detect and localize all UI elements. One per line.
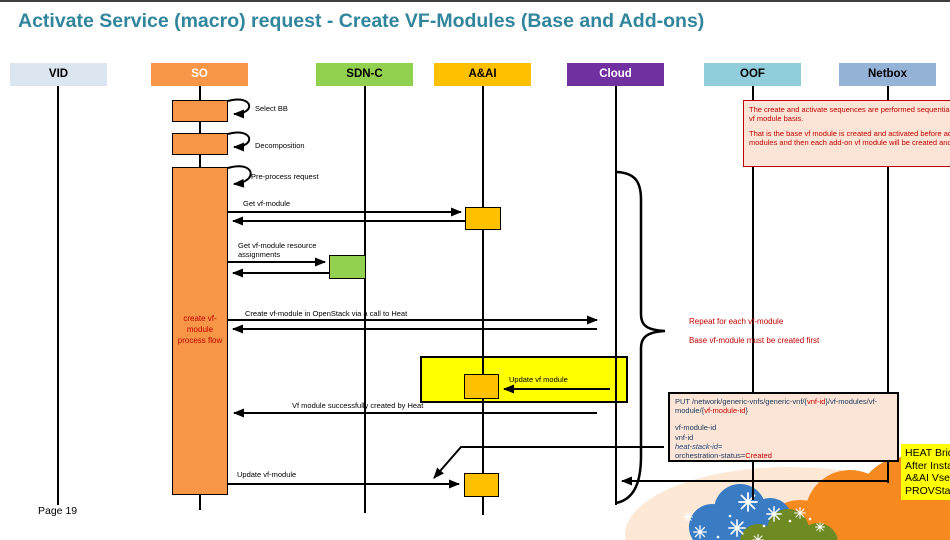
sparkles — [683, 492, 825, 540]
put-field-orchestration-status: orchestration-status=Created — [675, 451, 772, 461]
actor-so: SO — [151, 63, 248, 86]
put-api-note: PUT /network/generic-vnfs/generic-vnf/{v… — [668, 392, 899, 462]
actor-aai: A&AI — [434, 63, 531, 86]
put-field-vf-module-id: vf-module-id — [675, 423, 717, 433]
so-activation-caption: create vf- module process flow — [177, 314, 223, 345]
loop-preprocess — [227, 165, 252, 188]
sequence-note-p1: The create and activate sequences are pe… — [749, 105, 950, 124]
label-create-vf-module-heat: Create vf-module in OpenStack via a call… — [245, 309, 408, 318]
self-loops — [227, 98, 252, 188]
so-activation-decompose — [172, 133, 228, 155]
heat-bridge-note: HEAT Bridge After Install A&AI Vserver P… — [901, 444, 950, 500]
heat-note-line4: PROVStatus — [905, 484, 950, 497]
label-get-vf-module: Get vf-module — [243, 199, 291, 208]
loop-decomposition — [227, 131, 251, 152]
repeat-note-line2: Base vf-module must be created first — [689, 336, 820, 345]
sequence-note: The create and activate sequences are pe… — [743, 100, 950, 167]
put-api-path: PUT /network/generic-vnfs/generic-vnf/{v… — [675, 397, 878, 416]
actor-vid: VID — [10, 63, 107, 86]
actor-oof: OOF — [704, 63, 801, 86]
so-activation-select-bb — [172, 100, 228, 122]
blue-cloud — [689, 484, 792, 540]
repeat-brace — [615, 170, 666, 505]
put-field-vnf-id: vnf-id — [675, 432, 694, 442]
label-update-vf-module-cloud: Update vf module — [509, 375, 568, 384]
sdnc-activation — [329, 255, 366, 279]
page-title: Activate Service (macro) request - Creat… — [18, 10, 705, 32]
label-vf-module-created: Vf module successfully created by Heat — [292, 401, 424, 410]
repeat-note-line1: Repeat for each vf-module — [689, 317, 784, 326]
green-cloud — [740, 509, 838, 540]
label-decomposition: Decomposition — [255, 141, 305, 150]
actor-cloud: Cloud — [567, 63, 664, 86]
aai-activation-update-2 — [464, 473, 499, 497]
actor-sdnc: SDN-C — [316, 63, 413, 86]
page-number-label: Page 19 — [38, 505, 78, 517]
label-resource-assignments: Get vf-module resource assignments — [238, 241, 317, 259]
highlight-rectangle — [420, 356, 628, 403]
actor-netbox: Netbox — [839, 63, 936, 86]
heat-note-line3: A&AI Vserver — [905, 472, 950, 484]
put-field-heat-stack-id: heat-stack-id= — [675, 441, 723, 451]
label-preprocess-request: Pre-process request — [251, 172, 319, 181]
sequence-note-p2: That is the base vf module is created an… — [749, 128, 950, 147]
heat-note-line2: After Install — [905, 459, 950, 472]
aai-activation-get — [465, 207, 501, 230]
label-select-bb: Select BB — [255, 104, 288, 113]
heat-note-line1: HEAT Bridge — [905, 447, 950, 459]
top-border — [0, 0, 950, 2]
label-update-vf-module-so: Update vf-module — [237, 470, 297, 479]
loop-select-bb — [227, 98, 251, 119]
aai-activation-update-1 — [464, 374, 499, 399]
